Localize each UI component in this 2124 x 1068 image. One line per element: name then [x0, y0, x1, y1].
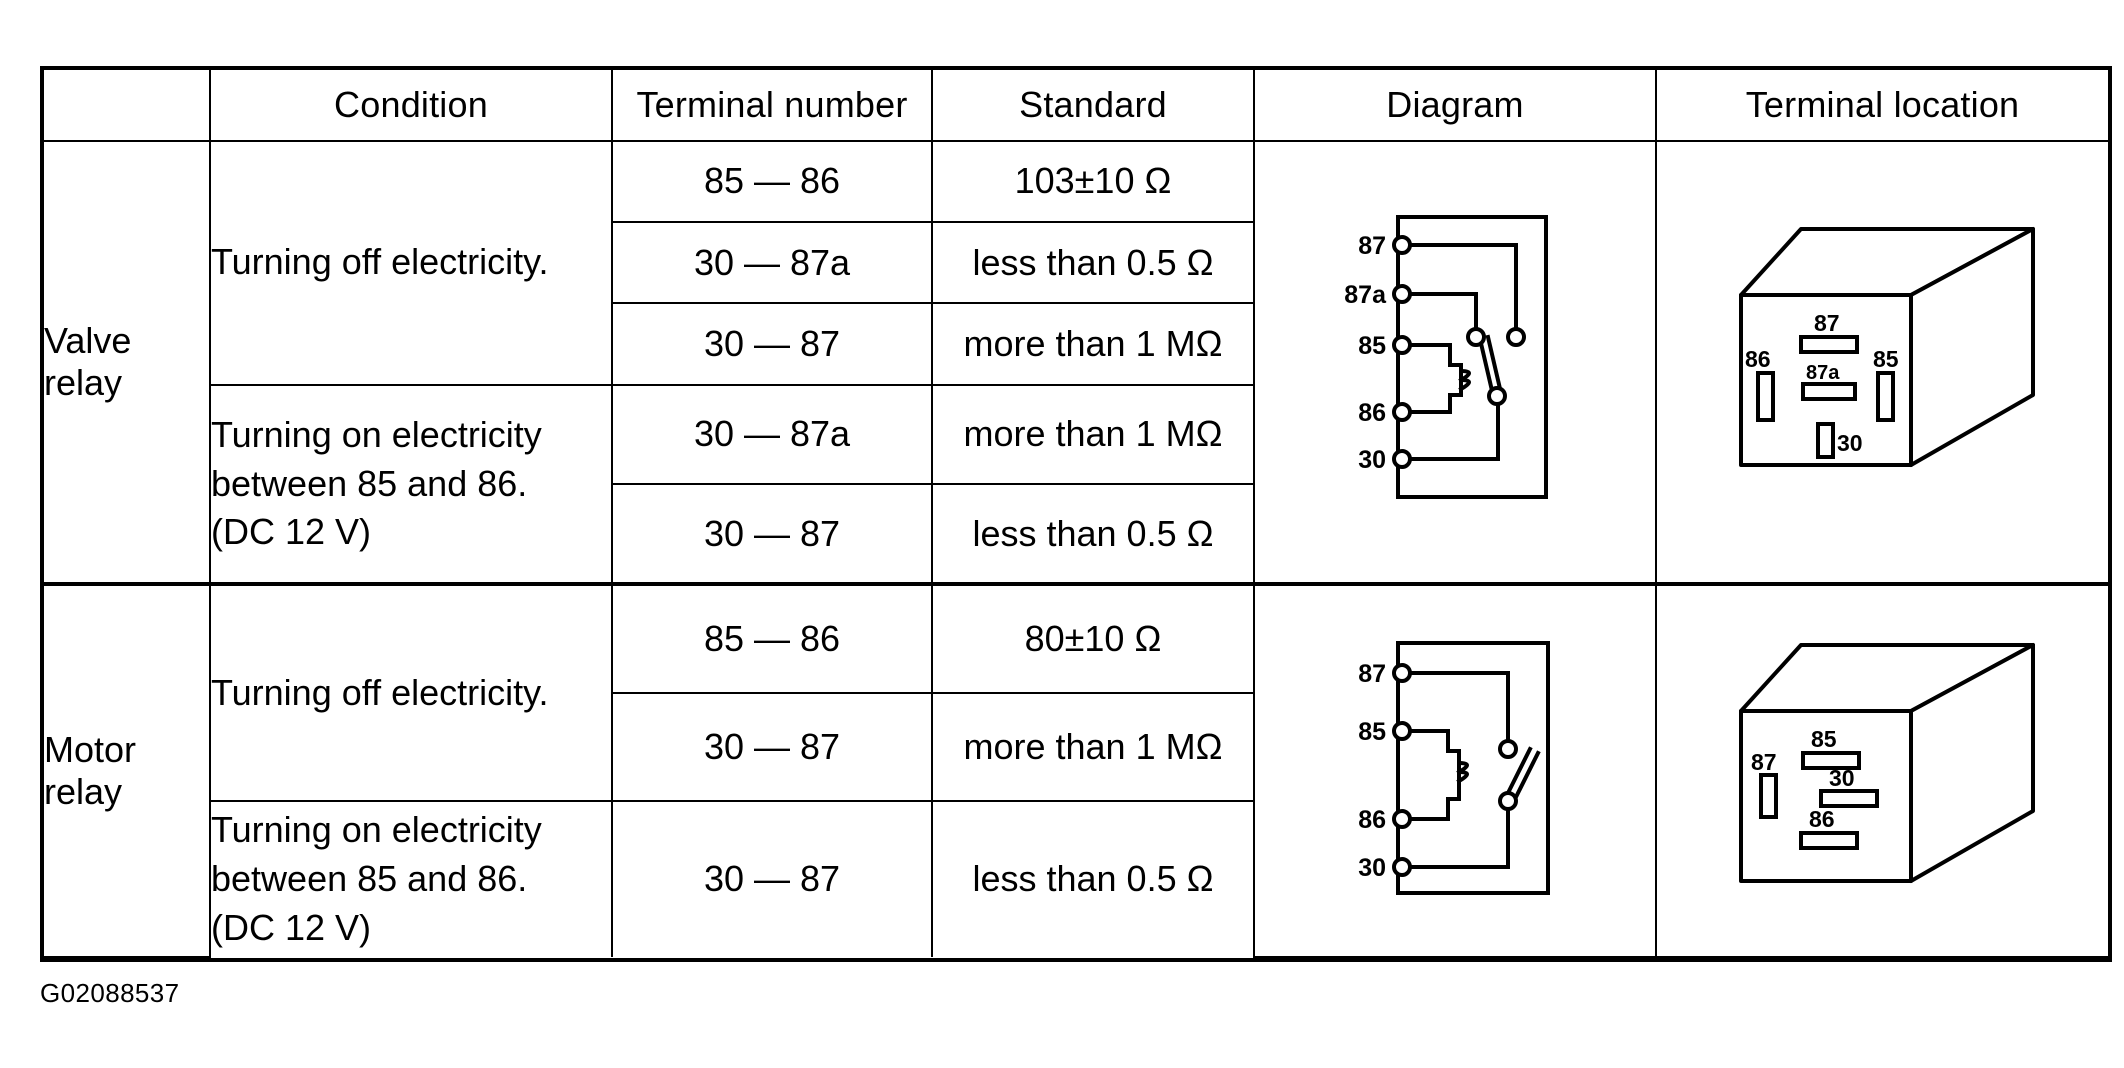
- blade-30: [1818, 789, 1879, 809]
- terminal-valve-off-2: 30 — 87a: [612, 221, 933, 305]
- diagram-valve-relay: 87 87a 85 86 30: [1253, 139, 1657, 586]
- terminal-valve-off-3: 30 — 87: [612, 302, 933, 386]
- relay-body-motor-svg: 85 87 30 86: [1738, 643, 2035, 884]
- terminal-motor-off-2: 30 — 87: [612, 692, 933, 802]
- condition-motor-off: Turning off electricity.: [209, 582, 613, 802]
- location-label-85: 85: [1811, 726, 1837, 752]
- condition-line-3: (DC 12 V): [211, 511, 372, 553]
- blade-30: [1815, 422, 1835, 460]
- condition-line-1: Turning on electricity: [211, 413, 542, 455]
- relay-schematic-motor-svg: 87 85 86 30: [1358, 641, 1550, 896]
- header-terminal-location: Terminal location: [1655, 70, 2108, 142]
- standard-valve-on-1: more than 1 MΩ: [931, 383, 1254, 485]
- condition-valve-on: Turning on electricity between 85 and 86…: [210, 383, 613, 586]
- condition-valve-off: Turning off electricity.: [209, 139, 613, 386]
- blade-86: [1798, 831, 1859, 851]
- location-label-85: 85: [1873, 346, 1899, 372]
- blade-87: [1798, 335, 1859, 355]
- relay-inspection-table: Condition Terminal number Standard Diagr…: [40, 66, 2112, 962]
- header-group: [44, 70, 211, 142]
- condition-line-3: (DC 12 V): [211, 906, 372, 948]
- blade-85: [1875, 371, 1895, 423]
- schematic-pin-30-label: 30: [1358, 854, 1386, 882]
- schematic-pin-86-label: 86: [1358, 806, 1386, 834]
- header-standard: Standard: [931, 70, 1255, 142]
- group-label-valve-relay: Valve relay: [44, 139, 211, 586]
- condition-line-2: between 85 and 86.: [211, 462, 528, 504]
- condition-line-2: between 85 and 86.: [211, 857, 528, 899]
- table-header-row: Condition Terminal number Standard Diagr…: [44, 70, 2108, 142]
- blade-87a: [1800, 382, 1857, 402]
- schematic-pin-87a-label: 87a: [1344, 281, 1387, 309]
- table-row: 30 — 87a less than 0.5 Ω: [44, 221, 2108, 305]
- table-row: Motor relay Turning off electricity. 85 …: [44, 582, 2108, 958]
- diagram-motor-relay: 87 85 86 30: [1253, 582, 1657, 958]
- terminal-location-valve-relay: 87 86 85 87a 30: [1655, 139, 2108, 586]
- location-label-30: 30: [1837, 430, 1863, 456]
- location-label-86: 86: [1745, 346, 1771, 372]
- schematic-pin-87-label: 87: [1358, 660, 1386, 688]
- condition-motor-on: Turning on electricity between 85 and 86…: [210, 799, 613, 957]
- location-label-30: 30: [1829, 765, 1855, 791]
- schematic-pin-87-label: 87: [1358, 232, 1386, 260]
- standard-motor-on-1: less than 0.5 Ω: [931, 799, 1254, 957]
- location-label-87a: 87a: [1806, 362, 1840, 384]
- terminal-valve-off-1: 85 — 86: [611, 139, 933, 224]
- table-row: Turning on electricity between 85 and 86…: [44, 799, 2108, 957]
- terminal-valve-on-1: 30 — 87a: [611, 383, 933, 485]
- terminal-motor-on-1: 30 — 87: [611, 799, 933, 957]
- schematic-pin-86-label: 86: [1358, 399, 1386, 427]
- header-diagram: Diagram: [1253, 70, 1657, 142]
- table-row: 30 — 87 more than 1 MΩ: [44, 302, 2108, 386]
- terminal-valve-on-2: 30 — 87: [612, 482, 933, 586]
- spec-table: Condition Terminal number Standard Diagr…: [44, 70, 2108, 958]
- blade-85: [1800, 751, 1861, 771]
- location-label-87: 87: [1814, 310, 1840, 336]
- table-row: Turning on electricity between 85 and 86…: [44, 383, 2108, 586]
- blade-86: [1755, 371, 1775, 423]
- location-label-87: 87: [1751, 749, 1777, 775]
- relay-schematic-valve-svg: 87 87a 85 86 30: [1344, 215, 1548, 500]
- schematic-pin-30-label: 30: [1358, 446, 1386, 474]
- table-row: 30 — 87 less than 0.5 Ω: [44, 482, 2108, 586]
- table-row: Valve relay Turning off electricity. 85 …: [44, 139, 2108, 586]
- relay-body-valve-svg: 87 86 85 87a 30: [1738, 227, 2035, 468]
- header-condition: Condition: [209, 70, 613, 142]
- terminal-motor-off-1: 85 — 86: [611, 582, 933, 695]
- figure-reference-code: G02088537: [40, 978, 180, 1008]
- condition-line-1: Turning on electricity: [211, 808, 542, 850]
- standard-motor-off-1: 80±10 Ω: [931, 582, 1255, 695]
- standard-valve-off-2: less than 0.5 Ω: [931, 221, 1254, 305]
- schematic-pin-85-label: 85: [1358, 332, 1386, 360]
- schematic-pin-85-label: 85: [1358, 718, 1386, 746]
- table-row: 30 — 87 more than 1 MΩ: [44, 692, 2108, 802]
- standard-valve-off-3: more than 1 MΩ: [931, 302, 1254, 386]
- standard-valve-off-1: 103±10 Ω: [931, 139, 1255, 224]
- standard-motor-off-2: more than 1 MΩ: [931, 692, 1254, 802]
- group-label-motor-relay: Motor relay: [44, 582, 211, 958]
- header-terminal-number: Terminal number: [611, 70, 933, 142]
- terminal-location-motor-relay: 85 87 30 86: [1655, 582, 2108, 958]
- blade-87: [1758, 773, 1778, 820]
- location-label-86: 86: [1809, 806, 1835, 832]
- standard-valve-on-2: less than 0.5 Ω: [931, 482, 1254, 586]
